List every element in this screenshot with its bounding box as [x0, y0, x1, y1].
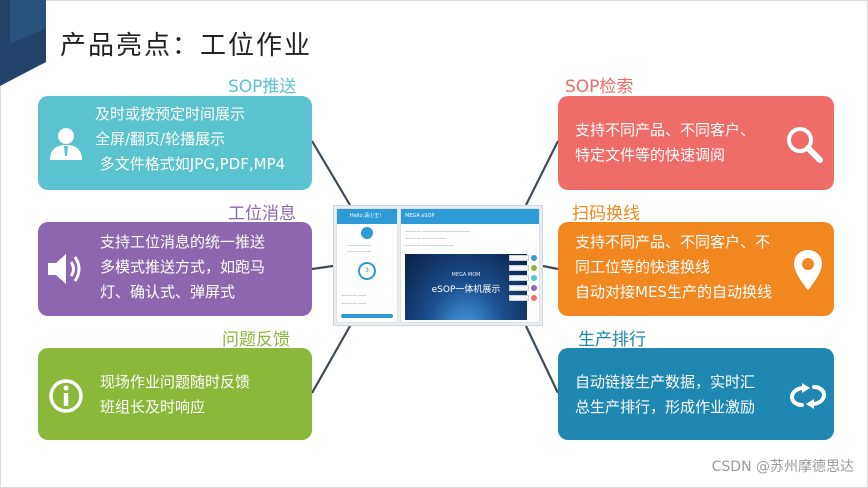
screenshot-banner-small: MEGA MOM [451, 272, 481, 278]
card-line: 支持不同产品、不同客户、不 [575, 233, 771, 251]
screenshot-dot [531, 265, 537, 271]
card-title-scan-switch: 扫码换线 [572, 204, 640, 224]
screenshot-dot [531, 285, 537, 291]
card-title-sop-search: SOP检索 [565, 77, 634, 97]
card-line: 现场作业问题随时反馈 [100, 373, 251, 391]
screenshot-dot [531, 255, 537, 261]
card-title-station-msg: 工位消息 [228, 204, 296, 224]
card-line: 多文件格式如JPG,PDF,MP4 [95, 155, 286, 173]
screenshot-dot [531, 275, 537, 281]
screenshot-detail: ———— ———————— [405, 243, 455, 248]
card-feedback: 现场作业问题随时反馈 班组长及时响应 [38, 348, 312, 440]
screenshot-count: 3 [358, 262, 376, 280]
card-line: 自动链接生产数据，实时汇 [575, 373, 756, 391]
screenshot-side-header: Hello,请小王！ [337, 209, 397, 224]
location-pin-icon [794, 250, 822, 290]
screenshot-button [509, 265, 529, 271]
card-title-feedback: 问题反馈 [222, 330, 290, 350]
screenshot-main: MEGA eSOP ———— ———————————— ———— —————— … [400, 208, 540, 323]
screenshot-sidebar: Hello,请小王！ —————— —————— 3 ———— —— ———— … [336, 208, 398, 323]
card-line: 总生产排行，形成作业激励 [575, 398, 756, 416]
card-line: 特定文件等的快速调阅 [575, 146, 726, 164]
screenshot-button [509, 255, 529, 261]
card-line: 支持工位消息的统一推送 [100, 233, 266, 251]
corner-decoration [0, 0, 46, 86]
screenshot-detail: ———— ———————————— [405, 229, 471, 234]
watermark: CSDN @苏州摩德思达 [711, 459, 854, 475]
screenshot-button [509, 285, 529, 291]
user-icon [50, 128, 82, 160]
card-station-msg: 支持工位消息的统一推送 多模式推送方式，如跑马 灯、确认式、弹屏式 [38, 222, 312, 316]
info-icon [49, 379, 83, 413]
speaker-icon [48, 254, 81, 284]
screenshot-main-header: MEGA eSOP [401, 209, 539, 224]
card-line: 班组长及时响应 [100, 398, 206, 416]
screenshot-banner: MEGA MOM eSOP一体机展示 [405, 254, 527, 320]
card-line: 灯、确认式、弹屏式 [100, 283, 236, 301]
esop-screenshot: Hello,请小王！ —————— —————— 3 ———— —— ———— … [333, 205, 543, 326]
card-line: 支持不同产品、不同客户、 [575, 121, 756, 139]
card-title-sop-push: SOP推送 [228, 77, 297, 97]
card-ranking: 自动链接生产数据，实时汇 总生产排行，形成作业激励 [558, 348, 834, 440]
card-line: 自动对接MES生产的自动换线 [575, 283, 772, 301]
screenshot-button [509, 295, 529, 301]
screenshot-detail: ———— —— [341, 293, 367, 298]
screenshot-progress-bar [341, 314, 393, 318]
screenshot-detail: ———— —————— [405, 236, 447, 241]
refresh-loop-icon [789, 383, 827, 409]
card-scan-switch: 支持不同产品、不同客户、不 同工位等的快速换线 自动对接MES生产的自动换线 [558, 222, 834, 316]
screenshot-dot [531, 295, 537, 301]
card-sop-search: 支持不同产品、不同客户、 特定文件等的快速调阅 [558, 96, 834, 190]
screenshot-detail: —————— [347, 249, 371, 254]
screenshot-detail: ———— —— [341, 301, 367, 306]
card-line: 多模式推送方式，如跑马 [100, 258, 266, 276]
card-line: 同工位等的快速换线 [575, 258, 711, 276]
screenshot-detail: —————— [347, 243, 371, 248]
card-line: 及时或按预定时间展示 [95, 105, 246, 123]
card-sop-push: 及时或按预定时间展示 全屏/翻页/轮播展示 多文件格式如JPG,PDF,MP4 [38, 96, 312, 190]
card-line: 全屏/翻页/轮播展示 [95, 130, 226, 148]
screenshot-banner-title: eSOP一体机展示 [431, 285, 501, 295]
screenshot-button [509, 275, 529, 281]
card-title-ranking: 生产排行 [578, 330, 646, 350]
avatar [361, 227, 373, 239]
page-title: 产品亮点：工位作业 [60, 31, 313, 61]
search-icon [787, 127, 823, 163]
